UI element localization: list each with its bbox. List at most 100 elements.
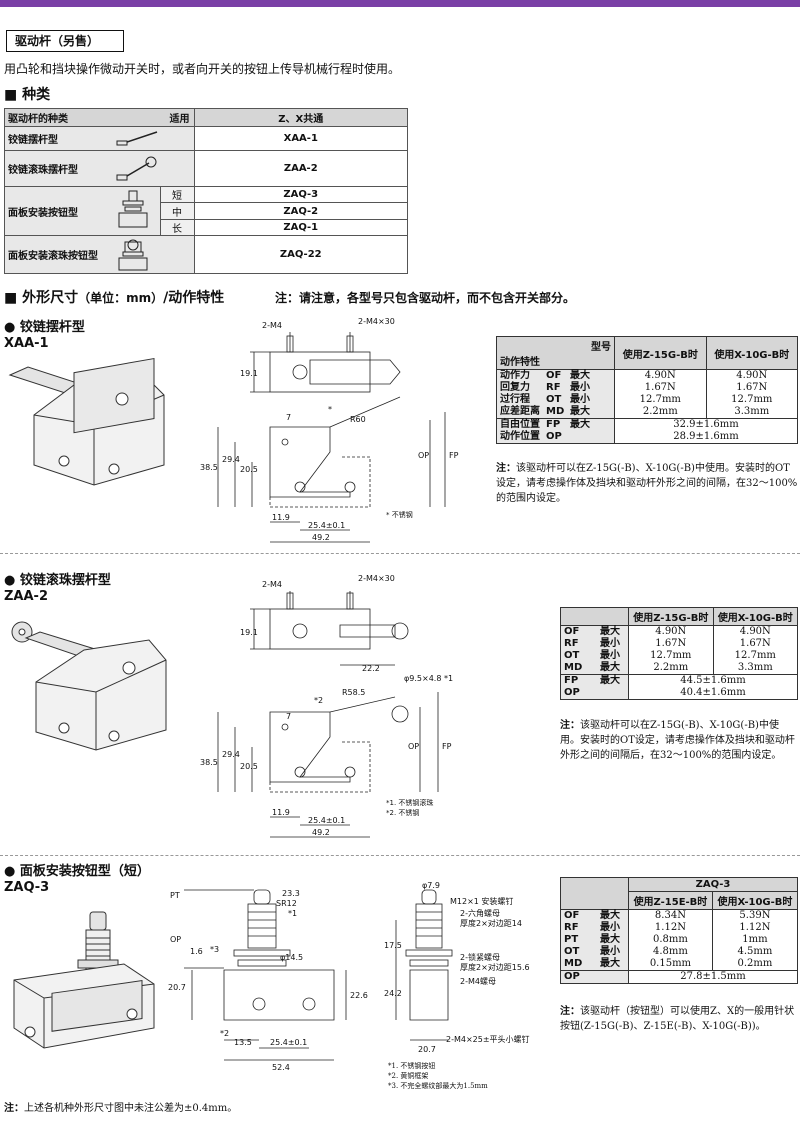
zaq-dim-s2: *2: [220, 1029, 229, 1038]
zaa-dim-119: 11.9: [272, 808, 290, 817]
xaa-dim-star: *: [328, 405, 332, 414]
zaq-side-hex: 2-六角螺母: [460, 908, 500, 918]
xaa-product-illustration: [8, 357, 165, 486]
xaa-dim-492: 49.2: [312, 533, 330, 542]
zaa-dim-191: 19.1: [240, 628, 258, 637]
zaa-footnote-2: *2. 不锈钢: [386, 808, 419, 817]
xaa-dim-205: 20.5: [240, 465, 258, 474]
zaa-spec-corner: [560, 607, 629, 626]
zaq-product-illustration: [13, 911, 155, 1049]
zaq-side-drawing: φ7.9 M12×1 安装螺钉 2-六角螺母 厚度2×对边距14 2-锁紧螺母 …: [384, 881, 530, 1054]
kind-len-long: 长: [159, 219, 195, 236]
zaq-dim-254: 25.4±0.1: [270, 1038, 307, 1047]
xaa-dim-119: 11.9: [272, 513, 290, 522]
zaa-dim-m4x30: 2-M4×30: [358, 574, 395, 583]
zaa-dim-492: 49.2: [312, 828, 330, 837]
kind-len-mid: 中: [159, 202, 195, 220]
zaa-dim-m4: 2-M4: [262, 580, 282, 589]
xaa-dim-385: 38.5: [200, 463, 218, 472]
zaq-dim-226: 22.6: [350, 991, 368, 1000]
kind-model-4: ZAQ-2: [193, 202, 409, 220]
zaq-spec-op-label: OP: [560, 970, 629, 984]
zaq-spec-h1: 使用Z-15E-B时: [628, 891, 713, 910]
zaa-dimension-drawing: 2-M4 2-M4×30 19.1 22.2 φ9.5×4.8 *1 *2 R5…: [200, 574, 453, 838]
xaa-dim-7: 7: [286, 413, 291, 422]
zaq-dim-207: 20.7: [168, 983, 186, 992]
zaa-dim-222: 22.2: [362, 664, 380, 673]
panel-roller-plunger-icon: [118, 239, 148, 271]
top-accent-bar: [0, 0, 800, 7]
xaa-dim-m4: 2-M4: [262, 321, 282, 330]
dims-heading: ■ 外形尺寸（单位：mm）/动作特性: [4, 290, 225, 306]
zaa-footnote-1: *1. 不锈钢滚珠: [386, 798, 433, 807]
zaq-side-lock2: 厚度2×对边距15.6: [460, 962, 530, 972]
footer-note: 注：上述各机种外形尺寸图中未注公差为±0.4mm。: [4, 1103, 238, 1114]
zaq-dim-16: 1.6: [190, 947, 203, 956]
xaa-spec-corner: 型号动作特性: [496, 336, 615, 370]
xaa-dim-fp: FP: [449, 451, 459, 460]
zaa-dim-294: 29.4: [222, 750, 240, 759]
zaq-dim-145: φ14.5: [280, 953, 303, 962]
kind-model-2: ZAA-2: [193, 150, 409, 187]
xaa-dim-r60: R60: [350, 415, 366, 424]
separator-1: [0, 553, 800, 554]
xaa-spec-h1: 使用Z-15G-B时: [614, 336, 707, 370]
zaq-side-lock: 2-锁紧螺母: [460, 952, 500, 962]
zaa-dim-7: 7: [286, 712, 291, 721]
zaq-footnotes: *1. 不锈钢按钮*2. 黄铜框架*3. 不完全螺纹部最大为1.5mm: [388, 1062, 488, 1090]
zaa-dim-fp: FP: [442, 742, 452, 751]
zaq-side-79: φ7.9: [422, 881, 440, 890]
zaa-spec-h2: 使用X-10G-B时: [712, 607, 799, 626]
zaq-spec-h2: 使用X-10G-B时: [711, 891, 799, 910]
zaa-dim-205: 20.5: [240, 762, 258, 771]
zaa-dim-s2: *2: [314, 696, 323, 705]
zaq-spec-corner: [560, 877, 629, 910]
zaq-dim-s1: *1: [288, 909, 297, 918]
kind-model-3: ZAQ-3: [193, 186, 409, 203]
panel-plunger-icon: [118, 190, 148, 228]
kind-model-6: ZAQ-22: [193, 235, 409, 274]
xaa-dim-294: 29.4: [222, 455, 240, 464]
dims-note: 注：请注意，各型号只包含驱动杆，而不包含开关部分。: [275, 291, 576, 305]
kind-row-2: 铰链滚珠摆杆型: [4, 150, 195, 187]
xaa-footnote: * 不锈钢: [386, 510, 413, 519]
kinds-col-model: Z、X共通: [193, 108, 409, 127]
zaq-dim-pt: PT: [170, 891, 180, 900]
zaq-side-m12: M12×1 安装螺钉: [450, 896, 513, 906]
zaq-dim-op: OP: [170, 935, 181, 944]
zaa-dim-254: 25.4±0.1: [308, 816, 345, 825]
kind-model-1: XAA-1: [193, 126, 409, 151]
zaa-dim-roller: φ9.5×4.8 *1: [404, 674, 453, 683]
kind-model-5: ZAQ-1: [193, 219, 409, 236]
xaa-dim-m4x30: 2-M4×30: [358, 317, 395, 326]
kind-row-4: 面板安装滚珠按钮型: [4, 235, 195, 274]
xaa-note: 注：该驱动杆可以在Z-15G(-B)、X-10G(-B)中使用。安装时的OT设定…: [496, 463, 798, 504]
hinge-roller-lever-icon: [116, 156, 157, 181]
zaa-dim-op: OP: [408, 742, 419, 751]
zaq-front-drawing: PT OP 23.3 SR12 *1 1.6 *3 φ14.5 20.7 22.…: [168, 889, 368, 1072]
zaq-dim-s3: *3: [210, 945, 219, 954]
zaq-dim-135: 13.5: [234, 1038, 252, 1047]
xaa-dim-254: 25.4±0.1: [308, 521, 345, 530]
hinge-lever-icon: [116, 131, 158, 146]
kinds-table: 驱动杆的种类适用 Z、X共通 铰链摆杆型 XAA-1 铰链滚珠摆杆型 ZAA-2…: [4, 108, 409, 274]
kind-len-short: 短: [159, 186, 195, 203]
zaa-product-illustration: [11, 621, 167, 751]
zaq-side-screw: 2-M4×25±平头小螺钉: [446, 1034, 530, 1044]
zaq-side-242: 24.2: [384, 989, 402, 998]
zaq-side-175: 17.5: [384, 941, 402, 950]
